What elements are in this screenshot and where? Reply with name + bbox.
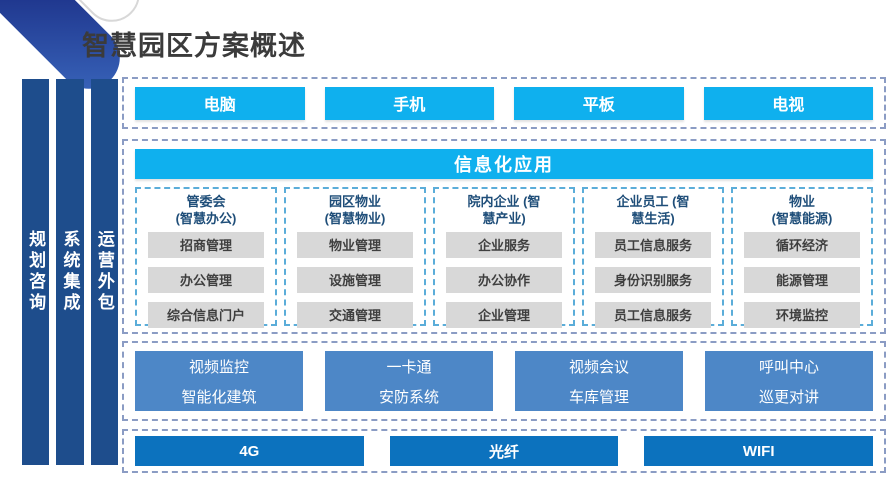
terminal-tv: 电视	[703, 86, 873, 120]
service-pillars: 规划咨询 系统集成 运营外包	[22, 79, 118, 465]
app-item: 企业服务	[446, 231, 562, 258]
app-item: 员工信息服务	[595, 301, 711, 328]
platform-row-1: 视频监控 一卡通 视频会议 呼叫中心	[135, 351, 873, 381]
app-column-title: 物业 (智慧能源)	[771, 194, 833, 226]
applications-columns: 管委会 (智慧办公) 招商管理 办公管理 综合信息门户 园区物业 (智慧物业) …	[135, 187, 873, 328]
app-item: 办公管理	[148, 266, 264, 293]
app-item: 能源管理	[744, 266, 860, 293]
app-column-employees: 企业员工 (智 慧生活) 员工信息服务 身份识别服务 员工信息服务	[582, 187, 724, 328]
app-item: 招商管理	[148, 231, 264, 258]
app-item: 环境监控	[744, 301, 860, 328]
app-item: 企业管理	[446, 301, 562, 328]
app-column-title: 企业员工 (智 慧生活)	[616, 194, 690, 226]
system-video-surveillance: 视频监控	[135, 351, 303, 381]
system-one-card: 一卡通	[325, 351, 493, 381]
system-intelligent-building: 智能化建筑	[135, 381, 303, 411]
platform-systems-container: 视频监控 一卡通 视频会议 呼叫中心 智能化建筑 安防系统 车库管理 巡更对讲	[122, 341, 886, 421]
network-4g: 4G	[135, 436, 364, 466]
pillar-label: 系统集成	[60, 230, 80, 314]
terminal-tablet: 平板	[514, 86, 684, 120]
app-column-energy: 物业 (智慧能源) 循环经济 能源管理 环境监控	[731, 187, 873, 328]
terminals-container: 电脑 手机 平板 电视	[122, 77, 886, 129]
app-column-title: 管委会 (智慧办公)	[175, 194, 237, 226]
app-item: 物业管理	[297, 231, 413, 258]
app-item: 办公协作	[446, 266, 562, 293]
app-item: 循环经济	[744, 231, 860, 258]
pillar-label: 规划咨询	[26, 230, 46, 314]
system-security: 安防系统	[325, 381, 493, 411]
network-wifi: WIFI	[644, 436, 874, 466]
app-item: 综合信息门户	[148, 301, 264, 328]
app-item: 设施管理	[297, 266, 413, 293]
main-content: 电脑 手机 平板 电视 信息化应用 管委会 (智慧办公) 招商管理 办公管理 综…	[122, 77, 886, 473]
applications-container: 信息化应用 管委会 (智慧办公) 招商管理 办公管理 综合信息门户 园区物业 (…	[122, 139, 886, 334]
network-fiber: 光纤	[389, 436, 619, 466]
app-column-enterprises: 院内企业 (智 慧产业) 企业服务 办公协作 企业管理	[433, 187, 575, 328]
pillar-planning-consulting: 规划咨询	[22, 79, 50, 465]
system-video-conference: 视频会议	[515, 351, 683, 381]
system-patrol-intercom: 巡更对讲	[705, 381, 873, 411]
system-garage-management: 车库管理	[515, 381, 683, 411]
app-item: 身份识别服务	[595, 266, 711, 293]
app-item: 交通管理	[297, 301, 413, 328]
pillar-operation-outsourcing: 运营外包	[90, 79, 118, 465]
platform-row-2: 智能化建筑 安防系统 车库管理 巡更对讲	[135, 381, 873, 411]
app-column-property: 园区物业 (智慧物业) 物业管理 设施管理 交通管理	[284, 187, 426, 328]
page-title: 智慧园区方案概述	[82, 31, 306, 61]
pillar-system-integration: 系统集成	[56, 79, 84, 465]
applications-header: 信息化应用	[135, 149, 873, 179]
network-container: 4G 光纤 WIFI	[122, 429, 886, 473]
pillar-label: 运营外包	[94, 230, 114, 314]
terminal-phone: 手机	[324, 86, 494, 120]
app-column-committee: 管委会 (智慧办公) 招商管理 办公管理 综合信息门户	[135, 187, 277, 328]
app-item: 员工信息服务	[595, 231, 711, 258]
app-column-title: 园区物业 (智慧物业)	[324, 194, 386, 226]
system-call-center: 呼叫中心	[705, 351, 873, 381]
terminal-pc: 电脑	[135, 86, 305, 120]
app-column-title: 院内企业 (智 慧产业)	[467, 194, 541, 226]
